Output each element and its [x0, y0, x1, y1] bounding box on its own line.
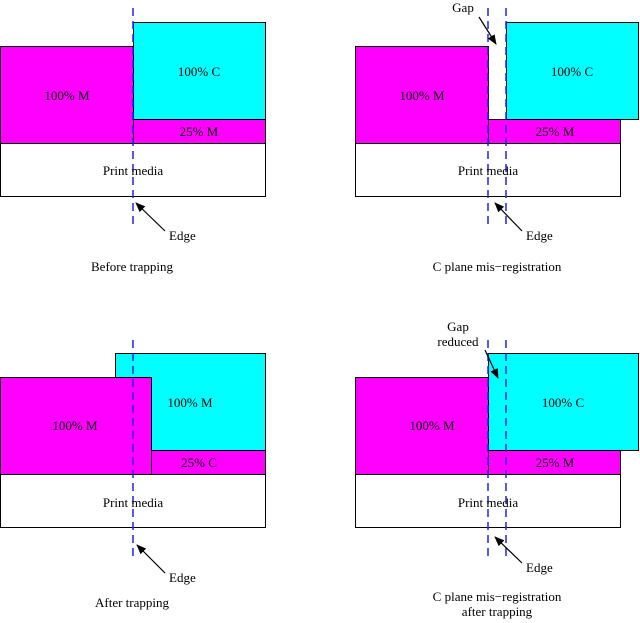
- panel-before-trapping: 100% M 100% C 25% M Print media Edge Bef…: [0, 8, 266, 274]
- cyan-label: 100% M: [167, 395, 213, 410]
- gap-reduced-label-line2: reduced: [437, 334, 479, 349]
- magenta-label: 100% M: [409, 418, 455, 433]
- cyan-label: 100% C: [178, 64, 220, 79]
- edge-arrow: [136, 544, 166, 574]
- edge-label: Edge: [169, 570, 196, 585]
- magenta-label: 100% M: [399, 88, 445, 103]
- magenta-block: [0, 46, 134, 144]
- edge-label: Edge: [169, 228, 196, 243]
- gap-reduced-label-line1: Gap: [447, 319, 469, 334]
- gap-arrow: [478, 16, 497, 45]
- strip-label: 25% M: [180, 124, 219, 139]
- strip-label: 25% M: [536, 124, 575, 139]
- edge-arrow: [494, 536, 523, 564]
- magenta-block: [355, 377, 489, 475]
- magenta-trap-strip: [488, 450, 621, 475]
- strip-label: 25% C: [181, 455, 217, 470]
- panel-caption: After trapping: [95, 595, 170, 610]
- magenta-trap-strip: [133, 119, 266, 144]
- edge-label: Edge: [526, 560, 553, 575]
- panel-c-plane-misregistration: Gap 100% M 100% C 25% M Print media Edge…: [355, 0, 639, 274]
- edge-arrow: [494, 202, 523, 232]
- cyan-label: 100% C: [551, 64, 593, 79]
- gap-arrow: [484, 349, 499, 379]
- cyan-block: [488, 353, 639, 451]
- strip-label: 25% M: [536, 455, 575, 470]
- gap-label: Gap: [452, 0, 474, 15]
- magenta-label: 100% M: [44, 88, 90, 103]
- magenta-block: [0, 377, 152, 475]
- panel-c-plane-misregistration-after-trapping: Gap reduced 100% M 100% C 25% M Print me…: [355, 319, 639, 619]
- panel-caption-line2: after trapping: [462, 604, 533, 619]
- panel-caption: Before trapping: [91, 259, 173, 274]
- print-media-label: Print media: [103, 163, 164, 178]
- edge-label: Edge: [526, 228, 553, 243]
- print-media-label: Print media: [458, 495, 519, 510]
- cyan-block: [133, 22, 266, 120]
- magenta-block: [355, 46, 489, 144]
- panel-after-trapping: 100% M 100% M 25% C Print media Edge Aft…: [0, 340, 266, 610]
- panel-caption: C plane mis−registration: [433, 259, 562, 274]
- edge-arrow: [135, 202, 166, 232]
- panel-caption-line1: C plane mis−registration: [433, 589, 562, 604]
- print-media-label: Print media: [458, 163, 519, 178]
- magenta-label: 100% M: [52, 418, 98, 433]
- cyan-label: 100% C: [542, 395, 584, 410]
- cyan-block: [506, 22, 639, 120]
- print-media-label: Print media: [103, 495, 164, 510]
